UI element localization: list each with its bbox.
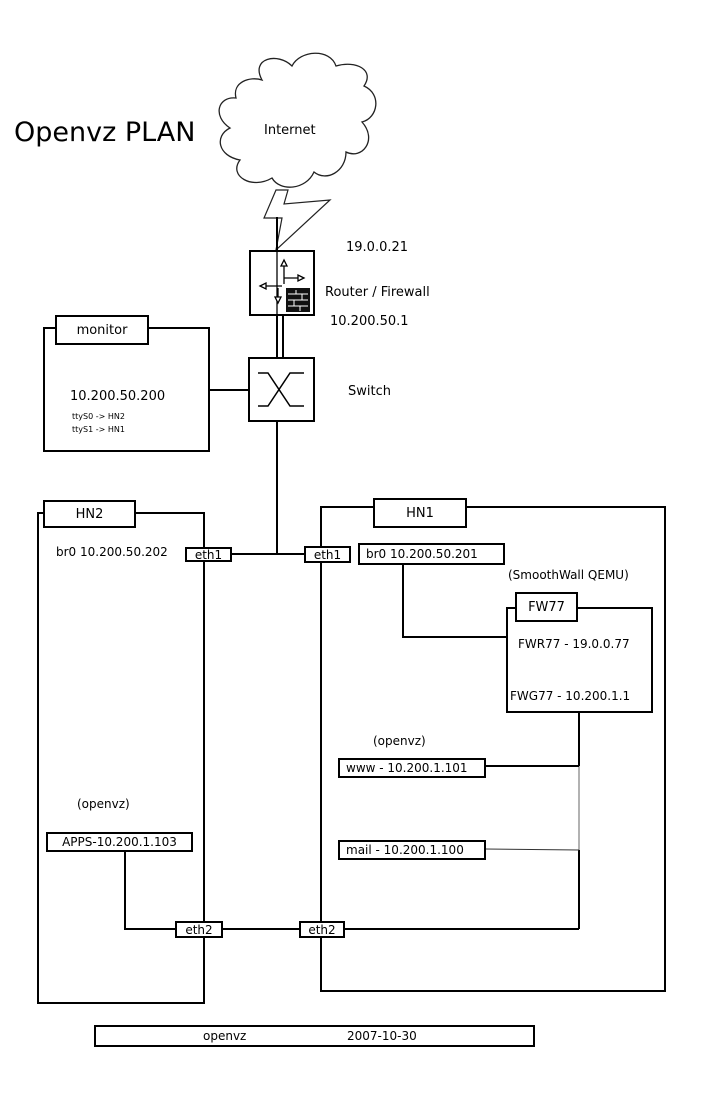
firewall-brick-icon bbox=[286, 288, 310, 312]
lightning-bolt-icon bbox=[263, 189, 332, 252]
footer-date: 2007-10-30 bbox=[347, 1029, 417, 1043]
hn1-qemu-label: (SmoothWall QEMU) bbox=[508, 568, 629, 582]
hn2-eth1-port: eth1 bbox=[185, 547, 232, 562]
router-wan-ip: 19.0.0.21 bbox=[346, 240, 409, 255]
hn2-bridge: br0 10.200.50.202 bbox=[56, 545, 168, 559]
hn1-eth2-port: eth2 bbox=[299, 921, 345, 938]
fw77-red-interface: FWR77 - 19.0.0.77 bbox=[518, 637, 630, 651]
router-lan-ip: 10.200.50.1 bbox=[330, 314, 409, 329]
footer-bar: openvz 2007-10-30 bbox=[94, 1025, 535, 1047]
switch-label: Switch bbox=[348, 384, 391, 399]
hn1-box bbox=[320, 506, 666, 992]
switch-icon bbox=[258, 372, 304, 407]
monitor-serial-1: ttyS1 -> HN1 bbox=[72, 425, 125, 434]
router-arrows-icon bbox=[258, 251, 306, 315]
fw77-title: FW77 bbox=[515, 592, 578, 622]
hn2-container-apps: APPS-10.200.1.103 bbox=[46, 832, 193, 852]
hn2-openvz-label: (openvz) bbox=[77, 797, 130, 811]
monitor-title: monitor bbox=[55, 315, 149, 345]
hn1-openvz-label: (openvz) bbox=[373, 734, 426, 748]
hn1-container-www: www - 10.200.1.101 bbox=[338, 758, 486, 778]
hn2-title: HN2 bbox=[43, 500, 136, 528]
page-title: Openvz PLAN bbox=[14, 117, 196, 148]
fw77-green-interface: FWG77 - 10.200.1.1 bbox=[510, 689, 631, 703]
footer-name: openvz bbox=[203, 1029, 247, 1043]
internet-label: Internet bbox=[264, 123, 316, 138]
hn2-box bbox=[37, 512, 205, 1004]
internet-cloud-icon bbox=[218, 52, 377, 188]
hn1-container-mail: mail - 10.200.1.100 bbox=[338, 840, 486, 860]
hn1-bridge: br0 10.200.50.201 bbox=[358, 543, 505, 565]
monitor-serial-0: ttyS0 -> HN2 bbox=[72, 412, 125, 421]
hn1-eth1-port: eth1 bbox=[304, 546, 351, 563]
hn2-eth2-port: eth2 bbox=[175, 921, 223, 938]
hn1-title: HN1 bbox=[373, 498, 467, 528]
monitor-box bbox=[43, 327, 210, 452]
monitor-ip: 10.200.50.200 bbox=[70, 389, 166, 404]
switch-box bbox=[248, 357, 315, 422]
router-label: Router / Firewall bbox=[325, 285, 430, 300]
